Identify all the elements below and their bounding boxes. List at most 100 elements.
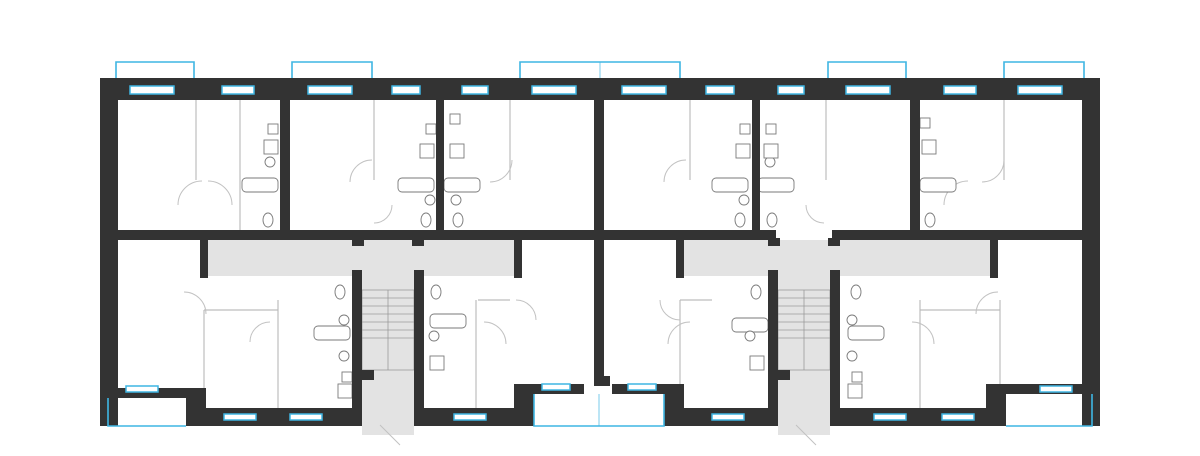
windows bbox=[107, 61, 1093, 427]
toilet-icon bbox=[334, 284, 346, 300]
bathtub-icon bbox=[429, 313, 467, 329]
wall-spine bbox=[100, 230, 462, 240]
window bbox=[777, 85, 805, 95]
sink-icon bbox=[846, 314, 858, 326]
bathtub-icon bbox=[313, 325, 351, 341]
toilet-icon bbox=[262, 212, 274, 228]
wall-stub bbox=[778, 370, 790, 380]
stove-icon bbox=[337, 383, 353, 399]
window bbox=[627, 383, 657, 391]
window bbox=[125, 385, 159, 393]
bathtub-icon bbox=[443, 177, 481, 193]
wall-party bbox=[594, 88, 604, 386]
sink-icon bbox=[264, 156, 276, 168]
toilet-icon bbox=[850, 284, 862, 300]
stove-icon bbox=[263, 139, 279, 155]
wall-bottom bbox=[514, 384, 534, 426]
window bbox=[941, 413, 975, 421]
toilet-icon bbox=[734, 212, 746, 228]
wall-vertical bbox=[910, 88, 920, 232]
bathtub-icon bbox=[919, 177, 957, 193]
balcony bbox=[1003, 61, 1085, 78]
wall-spine bbox=[832, 230, 1100, 240]
wall-vertical bbox=[830, 270, 840, 426]
balcony bbox=[107, 398, 186, 427]
wall-stub bbox=[828, 238, 840, 246]
entrance-right bbox=[778, 380, 830, 435]
window bbox=[221, 85, 255, 95]
vent-icon bbox=[739, 123, 751, 135]
window bbox=[943, 85, 977, 95]
wall-stub bbox=[362, 370, 374, 380]
window bbox=[1039, 385, 1073, 393]
window bbox=[129, 85, 175, 95]
window bbox=[873, 413, 907, 421]
stove-icon bbox=[419, 143, 435, 159]
wall-bottom bbox=[186, 408, 362, 426]
stove-icon bbox=[847, 383, 863, 399]
entrance-left bbox=[362, 380, 414, 435]
vent-icon bbox=[851, 371, 863, 383]
vent-icon bbox=[341, 371, 353, 383]
wall-stub bbox=[594, 376, 610, 386]
sink-icon bbox=[846, 350, 858, 362]
wall-left bbox=[100, 78, 118, 426]
window bbox=[531, 85, 577, 95]
wall-bottom bbox=[100, 388, 206, 398]
wall-vertical bbox=[768, 270, 778, 426]
toilet-icon bbox=[430, 284, 442, 300]
toilet-icon bbox=[924, 212, 936, 228]
toilet-icon bbox=[766, 212, 778, 228]
vent-icon bbox=[765, 123, 777, 135]
bathtub-icon bbox=[241, 177, 279, 193]
window bbox=[711, 413, 745, 421]
stove-icon bbox=[429, 355, 445, 371]
wall-vertical bbox=[436, 88, 444, 232]
sink-icon bbox=[764, 156, 776, 168]
toilet-icon bbox=[750, 284, 762, 300]
sink-icon bbox=[338, 314, 350, 326]
wall-stub bbox=[352, 238, 364, 246]
balcony bbox=[115, 61, 195, 78]
wall-vertical bbox=[752, 88, 760, 232]
bathtub-icon bbox=[397, 177, 435, 193]
bathtub-icon bbox=[731, 317, 769, 333]
fixtures bbox=[241, 113, 957, 399]
toilet-icon bbox=[452, 212, 464, 228]
vent-icon bbox=[267, 123, 279, 135]
wall-stub bbox=[412, 238, 424, 246]
window bbox=[705, 85, 735, 95]
toilet-icon bbox=[420, 212, 432, 228]
stove-icon bbox=[921, 139, 937, 155]
window bbox=[289, 413, 323, 421]
window bbox=[461, 85, 489, 95]
window bbox=[307, 85, 353, 95]
sink-icon bbox=[738, 194, 750, 206]
stove-icon bbox=[735, 143, 751, 159]
wall-vertical bbox=[676, 238, 684, 278]
window bbox=[453, 413, 487, 421]
wall-vertical bbox=[414, 270, 424, 426]
window bbox=[391, 85, 421, 95]
sink-icon bbox=[450, 194, 462, 206]
wall-vertical bbox=[514, 238, 522, 278]
window bbox=[845, 85, 891, 95]
window bbox=[223, 413, 257, 421]
stove-icon bbox=[749, 355, 765, 371]
sink-icon bbox=[338, 350, 350, 362]
wall-stub bbox=[768, 238, 780, 246]
sink-icon bbox=[744, 330, 756, 342]
wall-right bbox=[1082, 78, 1100, 426]
sink-icon bbox=[424, 194, 436, 206]
balcony bbox=[291, 61, 373, 78]
wall-bottom bbox=[830, 408, 1006, 426]
doors bbox=[177, 159, 1005, 446]
bathtub-icon bbox=[757, 177, 795, 193]
balcony bbox=[1006, 394, 1093, 427]
vent-icon bbox=[425, 123, 437, 135]
bathtub-icon bbox=[847, 325, 885, 341]
wall-bottom bbox=[986, 384, 1006, 426]
stove-icon bbox=[763, 143, 779, 159]
window bbox=[541, 383, 571, 391]
